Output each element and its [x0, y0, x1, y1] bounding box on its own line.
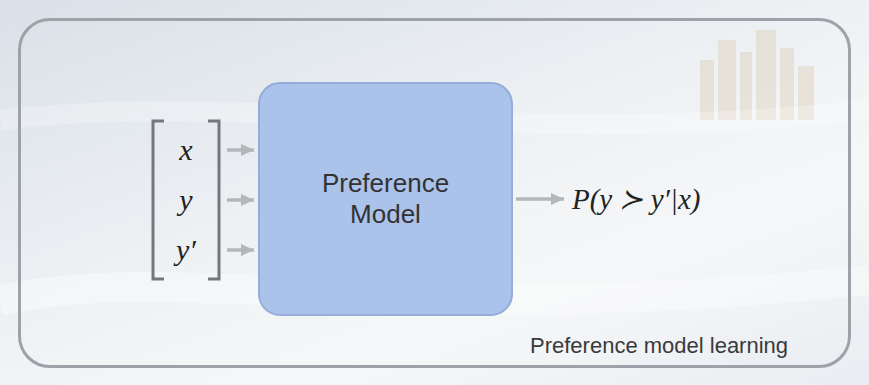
- group-caption: Preference model learning: [530, 333, 788, 359]
- vector-entry: y′: [176, 233, 196, 267]
- vector-entry: x: [179, 133, 192, 167]
- bracket-right: [208, 121, 219, 279]
- output-label: P(y ≻ y′|x): [572, 182, 700, 216]
- input-vector: xy y′: [148, 118, 224, 282]
- output-expression: P(y ≻ y′|x): [572, 182, 700, 216]
- bracket-left: [153, 121, 164, 279]
- vector-entry: y: [179, 183, 192, 217]
- arrow-connector: [227, 248, 254, 252]
- process-box: Preference Model: [258, 82, 513, 316]
- arrow-connector: [227, 148, 254, 152]
- group-frame: xy y′ Preference Model P(y ≻ y′|x) Preferenc…: [18, 18, 851, 368]
- arrow-connector: [516, 197, 564, 201]
- arrow-connector: [227, 198, 254, 202]
- box-label: Preference Model: [311, 168, 461, 230]
